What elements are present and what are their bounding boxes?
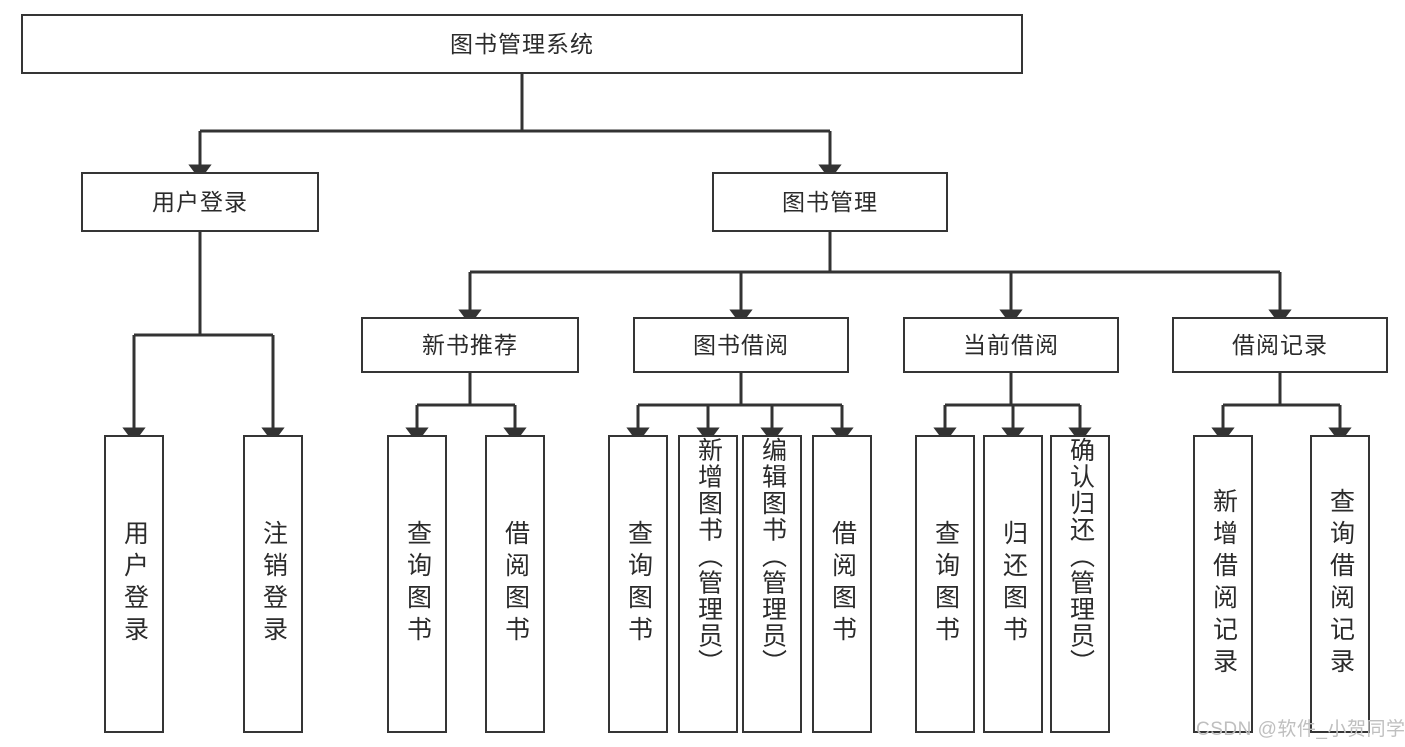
- node-leaf-query-record[interactable]: 查询借阅记录: [1310, 435, 1370, 733]
- node-label-leaf-query-record: 查询借阅记录: [1326, 488, 1355, 680]
- node-book-manage[interactable]: 图书管理: [712, 172, 948, 232]
- node-leaf-query-book-2[interactable]: 查询图书: [608, 435, 668, 733]
- node-leaf-query-book-1[interactable]: 查询图书: [387, 435, 447, 733]
- node-leaf-query-book-3[interactable]: 查询图书: [915, 435, 975, 733]
- node-label-book-borrow: 图书借阅: [693, 331, 789, 358]
- node-leaf-user-logout[interactable]: 注销登录: [243, 435, 303, 733]
- node-label-leaf-user-logout: 注销登录: [259, 520, 288, 648]
- node-borrow-record[interactable]: 借阅记录: [1172, 317, 1388, 373]
- node-new-book-rec[interactable]: 新书推荐: [361, 317, 579, 373]
- node-leaf-return-book[interactable]: 归还图书: [983, 435, 1043, 733]
- node-root[interactable]: 图书管理系统: [21, 14, 1023, 74]
- node-label-current-borrow: 当前借阅: [963, 331, 1059, 358]
- node-book-borrow[interactable]: 图书借阅: [633, 317, 849, 373]
- node-label-leaf-edit-book: 编辑图书（管理员）: [758, 437, 787, 676]
- node-leaf-confirm-return[interactable]: 确认归还（管理员）: [1050, 435, 1110, 733]
- node-label-leaf-add-record: 新增借阅记录: [1209, 488, 1238, 680]
- node-leaf-add-record[interactable]: 新增借阅记录: [1193, 435, 1253, 733]
- node-leaf-borrow-book-1[interactable]: 借阅图书: [485, 435, 545, 733]
- node-leaf-user-login[interactable]: 用户登录: [104, 435, 164, 733]
- node-current-borrow[interactable]: 当前借阅: [903, 317, 1119, 373]
- node-label-leaf-query-book-2: 查询图书: [624, 520, 653, 648]
- node-label-borrow-record: 借阅记录: [1232, 331, 1328, 358]
- node-label-user-login: 用户登录: [152, 188, 248, 215]
- node-label-leaf-borrow-book-1: 借阅图书: [501, 520, 530, 648]
- node-label-book-manage: 图书管理: [782, 188, 878, 215]
- node-leaf-add-book[interactable]: 新增图书（管理员）: [678, 435, 738, 733]
- node-label-leaf-return-book: 归还图书: [999, 520, 1028, 648]
- edge-group: [122, 74, 1352, 443]
- node-user-login[interactable]: 用户登录: [81, 172, 319, 232]
- node-label-leaf-user-login: 用户登录: [120, 520, 149, 648]
- node-label-root: 图书管理系统: [450, 30, 594, 57]
- node-label-leaf-query-book-3: 查询图书: [931, 520, 960, 648]
- node-leaf-borrow-book-2[interactable]: 借阅图书: [812, 435, 872, 733]
- node-label-leaf-confirm-return: 确认归还（管理员）: [1066, 437, 1095, 676]
- node-label-leaf-borrow-book-2: 借阅图书: [828, 520, 857, 648]
- node-label-leaf-add-book: 新增图书（管理员）: [694, 437, 723, 676]
- node-label-leaf-query-book-1: 查询图书: [403, 520, 432, 648]
- node-label-new-book-rec: 新书推荐: [422, 331, 518, 358]
- node-leaf-edit-book[interactable]: 编辑图书（管理员）: [742, 435, 802, 733]
